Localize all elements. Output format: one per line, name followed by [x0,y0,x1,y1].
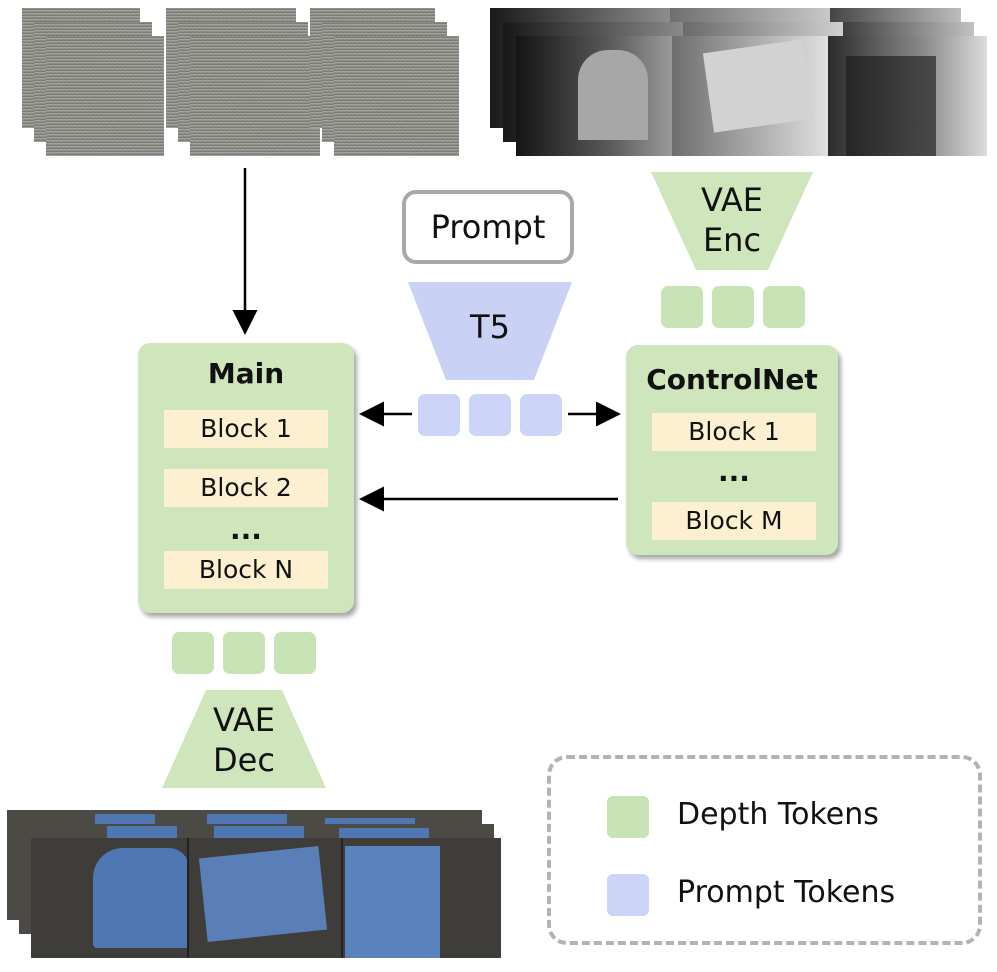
depth-token [172,632,214,674]
depth-token [712,286,754,328]
vae-enc-line1: VAE [701,181,763,219]
controlnet-ellipsis: ... [718,455,750,488]
legend-depth-label: Depth Tokens [677,797,879,832]
vae-dec-line2: Dec [213,741,275,779]
noise-frame [190,36,320,156]
vae-dec-line1: VAE [213,701,275,739]
depth-token [763,286,805,328]
main-block-n: Block N [164,551,328,589]
legend-prompt-label: Prompt Tokens [677,875,896,910]
noise-frame [334,36,459,156]
vae-enc-line2: Enc [702,221,762,259]
vae-enc-label: VAE Enc [682,180,782,260]
vae-enc-shape [651,172,813,270]
vae-dec-label: VAE Dec [194,700,294,780]
t5-label: T5 [470,308,510,346]
legend-depth-swatch [607,796,649,838]
prompt-box: Prompt [402,190,574,264]
main-title: Main [207,357,285,390]
controlnet-block-m: Block M [652,502,816,540]
legend-prompt-swatch [607,874,649,916]
legend: Depth Tokens Prompt Tokens [547,755,982,945]
output-frame [31,838,501,958]
main-ellipsis: ... [230,513,262,546]
depth-token [661,286,703,328]
main-module: Main Block 1 Block 2 ... Block N [138,343,354,613]
prompt-token [520,394,562,436]
prompt-token [418,394,460,436]
noise-frame [46,36,164,156]
main-block-2: Block 2 [164,469,328,507]
depth-token [274,632,316,674]
controlnet-block-1: Block 1 [652,413,816,451]
t5-encoder-shape [408,282,572,380]
depth-token [223,632,265,674]
vae-dec-shape [162,690,326,788]
depth-frame [516,36,987,156]
controlnet-module: ControlNet Block 1 ... Block M [626,345,838,555]
main-block-1: Block 1 [164,410,328,448]
controlnet-title: ControlNet [646,363,818,396]
prompt-token [469,394,511,436]
